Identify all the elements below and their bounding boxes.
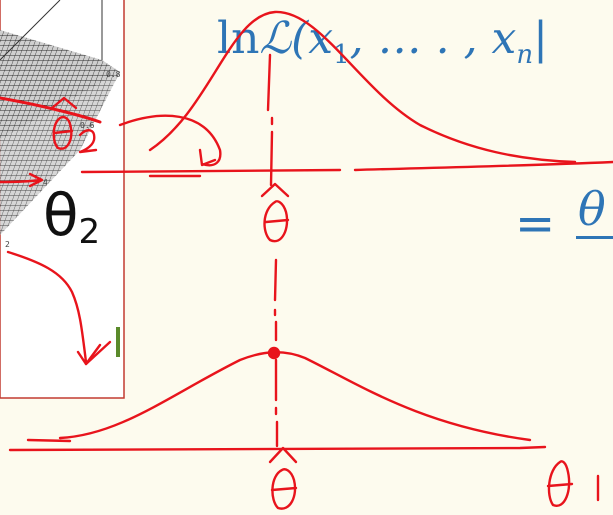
tick-label: 0.6 — [80, 121, 95, 130]
lower-theta — [270, 468, 298, 510]
upper-bell-curve — [148, 10, 577, 164]
mesh-shadow — [0, 72, 120, 235]
upper-axis — [80, 160, 613, 178]
arrow-upper — [118, 114, 222, 167]
upper-theta — [263, 200, 290, 243]
theta-numerator: θ — [578, 182, 606, 236]
mesh-surface — [0, 30, 120, 140]
lower-theta-hat — [268, 446, 298, 464]
tick-label: 0.8 — [106, 70, 121, 79]
theta-symbol: θ — [43, 181, 79, 249]
plot-theta2-hat — [50, 96, 78, 110]
plot-red-stroke — [0, 96, 102, 124]
green-cursor-mark — [116, 327, 120, 357]
formula-bar: | — [533, 13, 548, 64]
lower-peak-dot — [267, 346, 281, 360]
formula-subn: n — [516, 39, 534, 70]
fraction-bar — [576, 236, 613, 239]
lower-axis-secondary — [26, 438, 72, 443]
upper-theta-hat — [260, 182, 290, 198]
theta2-label: θ2 — [43, 186, 100, 249]
tick-label: 4 — [43, 178, 48, 187]
lower-axis — [8, 445, 547, 452]
vertical-dashdot-line — [266, 53, 279, 448]
plot-theta2 — [52, 115, 98, 154]
axis-line — [0, 0, 61, 61]
theta-subscript: 2 — [78, 212, 101, 252]
arrow-middle — [0, 172, 44, 188]
arrow-lower-head — [84, 340, 112, 366]
lower-bell-curve — [58, 351, 532, 442]
theta1-label — [546, 460, 600, 507]
tick-label: 2 — [5, 240, 10, 249]
formula-script-l: ℒ — [259, 13, 292, 64]
formula-middle: , … . , x — [349, 13, 517, 64]
arrow-lower — [6, 250, 102, 366]
equals-sign: = — [515, 196, 556, 252]
